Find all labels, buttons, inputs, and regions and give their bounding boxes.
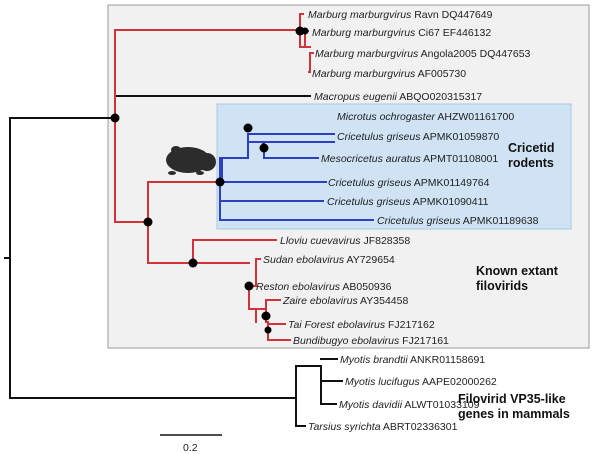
taxon-label: Reston ebolavirus AB050936 — [256, 281, 392, 293]
taxon-label: Cricetulus griseus APMK01059870 — [337, 131, 499, 143]
taxon-label: Mesocricetus auratus APMT01108001 — [321, 153, 498, 165]
node-dots — [110, 26, 309, 334]
mammal-group-label: Filovirid VP35-like — [458, 392, 566, 406]
rodent-group-label: Cricetid — [508, 141, 555, 155]
taxon-label: Cricetulus griseus APMK01189638 — [377, 215, 539, 227]
mammal-group-label-2: genes in mammals — [458, 407, 570, 421]
hamster-silhouette-icon — [166, 146, 216, 175]
branches — [4, 13, 374, 427]
ebola-branches — [192, 239, 291, 341]
taxon-label: Myotis lucifugus AAPE02000262 — [345, 376, 497, 388]
taxon-label: Marburg marburgvirus AF005730 — [312, 68, 466, 80]
rodent-stem-branch — [147, 181, 221, 264]
rodent-group-label-2: rodents — [508, 156, 554, 170]
taxon-label: Zaire ebolavirus AY354458 — [282, 295, 408, 307]
filovirid-group-label-2: filovirids — [476, 279, 528, 293]
taxon-label: Marburg marburgvirus Angola2005 DQ447653 — [315, 48, 531, 60]
taxon-labels: Marburg marburgvirus Ravn DQ447649 Marbu… — [256, 9, 539, 433]
taxon-label: Myotis brandtii ANKR01158691 — [340, 354, 485, 366]
taxon-label: Cricetulus griseus APMK01090411 — [327, 196, 489, 208]
taxon-label: Microtus ochrogaster AHZW01161700 — [337, 111, 514, 123]
filovirid-group-label: Known extant — [476, 264, 559, 278]
scale-bar-label: 0.2 — [183, 442, 198, 454]
taxon-label: Cricetulus griseus APMK01149764 — [328, 177, 490, 189]
taxon-label: Macropus eugenii ABQO020315317 — [314, 91, 482, 103]
taxon-label: Myotis davidii ALWT01033109 — [339, 399, 480, 411]
taxon-label: Sudan ebolavirus AY729654 — [263, 254, 395, 266]
rodent-box — [216, 103, 572, 230]
root-branch — [4, 117, 297, 399]
taxon-label: Marburg marburgvirus Ravn DQ447649 — [308, 9, 493, 21]
taxon-label: Marburg marburgvirus Ci67 EF446132 — [312, 27, 491, 39]
taxon-label: Lloviu cuevavirus JF828358 — [280, 235, 410, 247]
mammal-clade-branches — [295, 358, 343, 427]
taxon-label: Tarsius syrichta ABRT02336301 — [308, 421, 458, 433]
taxon-label: Tai Forest ebolavirus FJ217162 — [288, 319, 435, 331]
filovirid-backbone — [114, 29, 301, 223]
taxon-label: Bundibugyo ebolavirus FJ217161 — [293, 335, 449, 347]
